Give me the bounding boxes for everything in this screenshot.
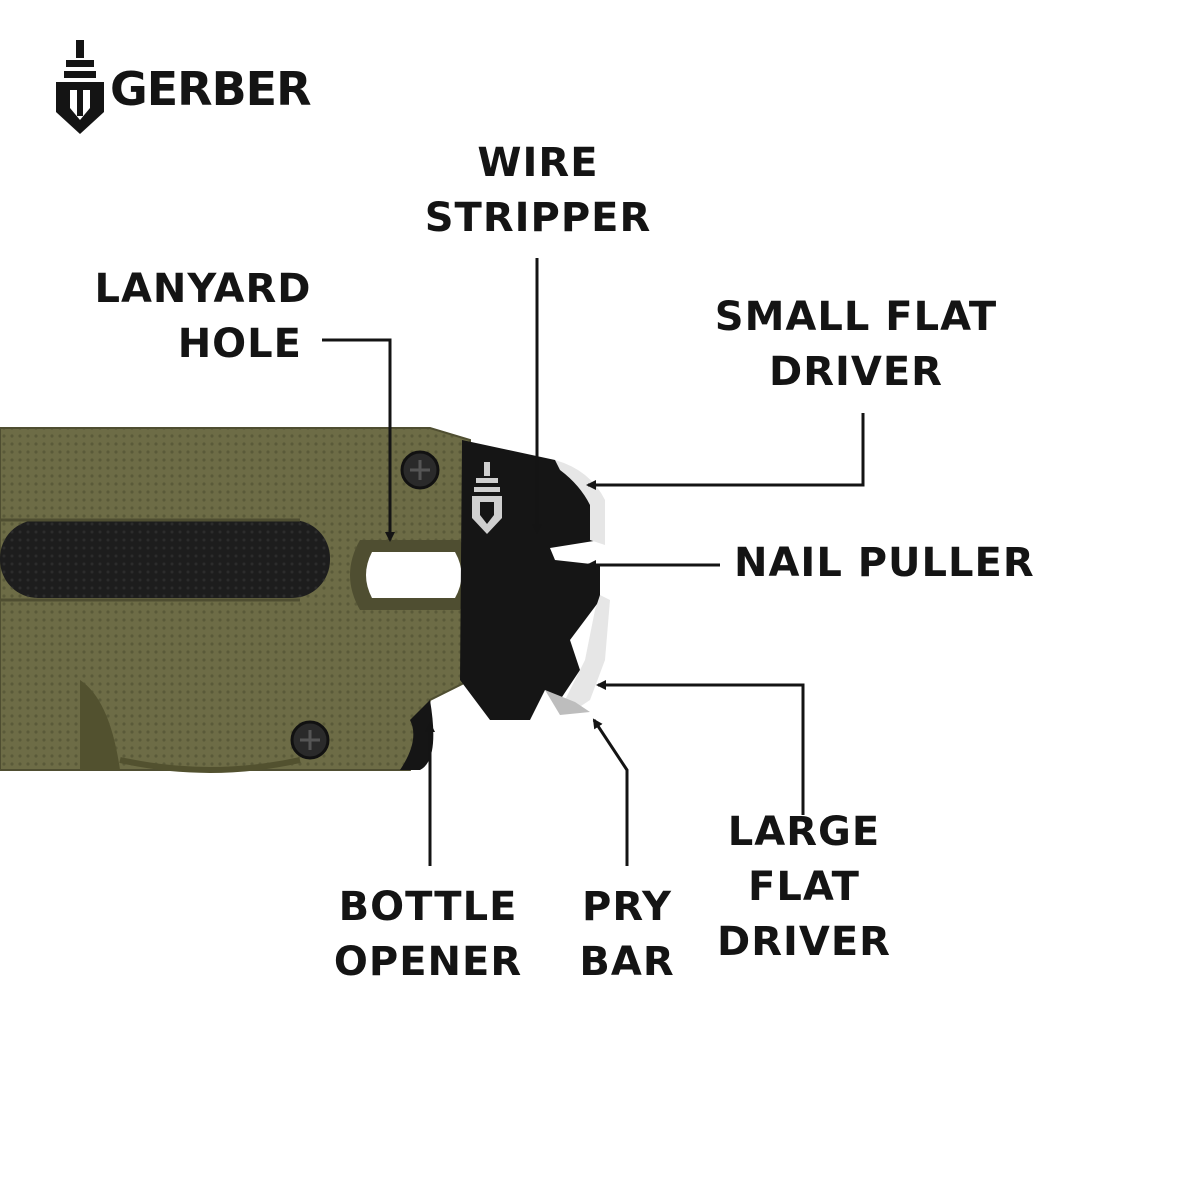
pointer-pry-bar: [592, 718, 629, 866]
small-flat-driver-edge: [555, 460, 605, 545]
label-lanyard-hole: LANYARD HOLE: [94, 266, 312, 367]
pointer-large-flat-driver: [596, 680, 805, 815]
gerber-dagger-shield-icon: [56, 40, 104, 134]
label-large-flat-driver: LARGE FLAT DRIVER: [717, 809, 891, 965]
label-pry-bar: PRY BAR: [579, 884, 675, 985]
screw-icon: [290, 720, 330, 760]
pry-bar-edge: [545, 690, 590, 715]
label-wire-stripper: WIRE STRIPPER: [424, 140, 652, 241]
screw-icon: [400, 450, 440, 490]
tool-head: [400, 440, 610, 770]
label-nail-puller: NAIL PULLER: [734, 540, 1035, 586]
lanyard-hole: [366, 552, 462, 598]
label-small-flat-driver: SMALL FLAT DRIVER: [714, 294, 998, 395]
pointer-lanyard-hole: [322, 338, 395, 542]
large-flat-driver-edge: [565, 595, 610, 710]
brand-name: GERBER: [110, 62, 312, 116]
pointer-small-flat-driver: [586, 413, 865, 490]
tool-handle: [0, 427, 471, 773]
label-bottle-opener: BOTTLE OPENER: [333, 884, 523, 985]
gerber-dagger-shield-icon: [472, 462, 502, 534]
brand-logo: GERBER: [52, 38, 312, 136]
